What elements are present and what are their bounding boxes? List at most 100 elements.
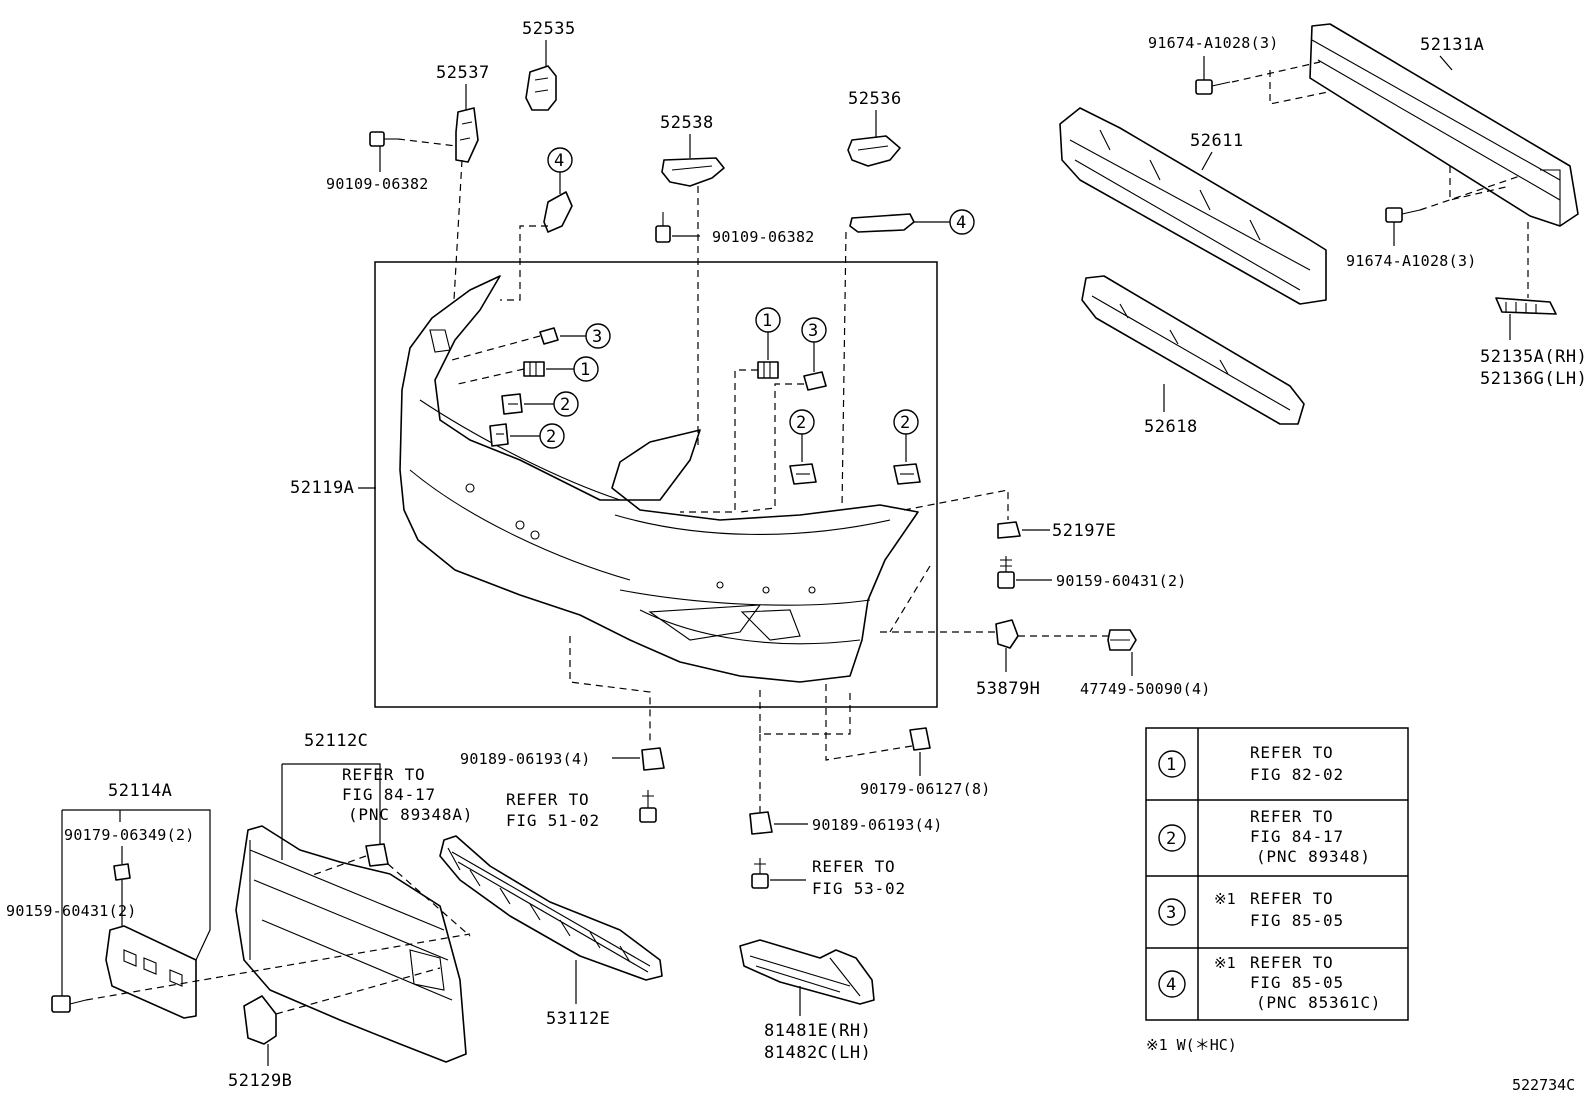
legend-row-4: 4 ※1 REFER TO FIG 85-05 (PNC 85361C) [1158, 953, 1380, 1012]
svg-text:4: 4 [1166, 975, 1176, 995]
svg-text:REFER TO: REFER TO [1250, 743, 1333, 762]
legend-footnote: ※1 W(＊HC) [1146, 1036, 1237, 1054]
label-90109-left: 90109-06382 [326, 175, 429, 193]
bracket-52537[interactable] [455, 107, 479, 163]
callout-3-a: 3 [592, 327, 602, 347]
clip-52197E[interactable] [997, 521, 1021, 539]
svg-text:FIG 85-05: FIG 85-05 [1250, 911, 1344, 930]
clip-callout3-a[interactable] [539, 327, 559, 345]
retainer-53879H[interactable] [995, 619, 1019, 649]
label-52136G: 52136G(LH) [1480, 369, 1587, 389]
ref-84-17-line2: FIG 84-17 [342, 785, 436, 804]
bolt-91674-top[interactable] [1195, 79, 1231, 95]
bracket-52135A-52136G[interactable] [1495, 297, 1557, 315]
lower-grille-53112E[interactable] [439, 835, 663, 981]
clip-callout3-b[interactable] [803, 371, 827, 391]
nut-90179-left[interactable] [113, 863, 131, 881]
callout-3-b: 3 [808, 321, 818, 341]
svg-text:REFER TO: REFER TO [1250, 953, 1333, 972]
svg-text:3: 3 [1166, 903, 1176, 923]
callout-2-d: 2 [900, 413, 910, 433]
label-52535: 52535 [522, 19, 576, 39]
clip-callout2-d[interactable] [893, 463, 921, 485]
absorber-52618[interactable] [1081, 275, 1305, 425]
label-81481E: 81481E(RH) [764, 1021, 871, 1041]
label-52129B: 52129B [228, 1071, 292, 1091]
ref-51-02-line1: REFER TO [506, 790, 589, 809]
bolt-refer-51-02[interactable] [639, 790, 657, 823]
nut-90189-left[interactable] [641, 747, 665, 771]
clip-90179-right[interactable] [909, 727, 931, 751]
bumper-cover-52119A[interactable] [399, 275, 919, 683]
label-52611: 52611 [1190, 131, 1244, 151]
label-52197E: 52197E [1052, 521, 1116, 541]
clip-callout2-b[interactable] [489, 423, 509, 447]
grille-52112C[interactable] [235, 825, 467, 1063]
screw-47749[interactable] [1107, 629, 1137, 651]
callout-2-c: 2 [796, 413, 806, 433]
label-90159-right: 90159-60431(2) [1056, 572, 1187, 590]
label-52618: 52618 [1144, 417, 1198, 437]
nut-90189-bottom[interactable] [749, 811, 773, 835]
svg-text:REFER TO: REFER TO [1250, 807, 1333, 826]
ref-51-02-line2: FIG 51-02 [506, 811, 600, 830]
screw-90159-left[interactable] [51, 995, 87, 1013]
clip-callout2-c[interactable] [789, 463, 817, 485]
bolt-90109-mid[interactable] [655, 212, 671, 243]
svg-text:2: 2 [1166, 829, 1176, 849]
fog-cover-81481E-81482C[interactable] [739, 939, 875, 1005]
label-91674-bot: 91674-A1028(3) [1346, 252, 1477, 270]
label-52131A: 52131A [1420, 35, 1484, 55]
label-90189-left: 90189-06193(4) [460, 750, 591, 768]
callout-4-b: 4 [956, 213, 966, 233]
clip-89348A[interactable] [365, 843, 389, 867]
screw-90159-right[interactable] [997, 556, 1015, 589]
svg-text:(PNC 89348): (PNC 89348) [1256, 847, 1371, 866]
absorber-52611[interactable] [1059, 107, 1327, 305]
label-52114A: 52114A [108, 781, 172, 801]
ref-53-02-line1: REFER TO [812, 857, 895, 876]
label-81482C: 81482C(LH) [764, 1043, 871, 1063]
bumper-cover-frame [374, 261, 938, 708]
diagram-id: 522734C [1512, 1076, 1575, 1094]
label-52536: 52536 [848, 89, 902, 109]
clip-callout4-left[interactable] [543, 191, 573, 233]
ref-84-17-line1: REFER TO [342, 765, 425, 784]
bolt-90109-left[interactable] [369, 131, 398, 147]
legend-row-1: 1 REFER TO FIG 82-02 [1158, 743, 1344, 784]
svg-text:※1: ※1 [1214, 954, 1236, 972]
reinforcement-52131A[interactable] [1309, 23, 1579, 227]
bracket-52535[interactable] [525, 65, 557, 111]
clip-callout1-a[interactable] [523, 361, 545, 377]
svg-text:FIG 84-17: FIG 84-17 [1250, 827, 1344, 846]
svg-text:FIG 82-02: FIG 82-02 [1250, 765, 1344, 784]
callout-2-b: 2 [546, 427, 556, 447]
clip-callout1-b[interactable] [757, 361, 779, 379]
label-90179-right: 90179-06127(8) [860, 780, 991, 798]
callout-4-a: 4 [554, 151, 564, 171]
ref-53-02-line2: FIG 53-02 [812, 879, 906, 898]
label-90189-bottom: 90189-06193(4) [812, 816, 943, 834]
label-90159-left: 90159-60431(2) [6, 902, 137, 920]
label-53879H: 53879H [976, 679, 1040, 699]
label-90179-left: 90179-06349(2) [64, 826, 195, 844]
bracket-52538[interactable] [661, 157, 725, 187]
label-52537: 52537 [436, 63, 490, 83]
label-53112E: 53112E [546, 1009, 610, 1029]
cap-52129B[interactable] [243, 995, 277, 1045]
label-52112C: 52112C [304, 731, 368, 751]
bolt-91674-bot[interactable] [1385, 207, 1421, 223]
bolt-refer-53-02[interactable] [751, 858, 769, 889]
svg-text:FIG 85-05: FIG 85-05 [1250, 973, 1344, 992]
callout-2-a: 2 [560, 395, 570, 415]
clip-callout2-a[interactable] [501, 393, 523, 415]
ref-84-17-line3: (PNC 89348A) [348, 805, 473, 824]
license-bracket-52114A[interactable] [105, 925, 197, 1019]
label-52135A: 52135A(RH) [1480, 347, 1587, 367]
label-47749: 47749-50090(4) [1080, 680, 1211, 698]
clip-callout4-right[interactable] [849, 213, 915, 233]
legend-table: 1 REFER TO FIG 82-02 2 REFER TO FIG 84-1… [1145, 727, 1409, 1021]
bracket-52536[interactable] [847, 135, 901, 167]
callout-1-a: 1 [580, 360, 590, 380]
